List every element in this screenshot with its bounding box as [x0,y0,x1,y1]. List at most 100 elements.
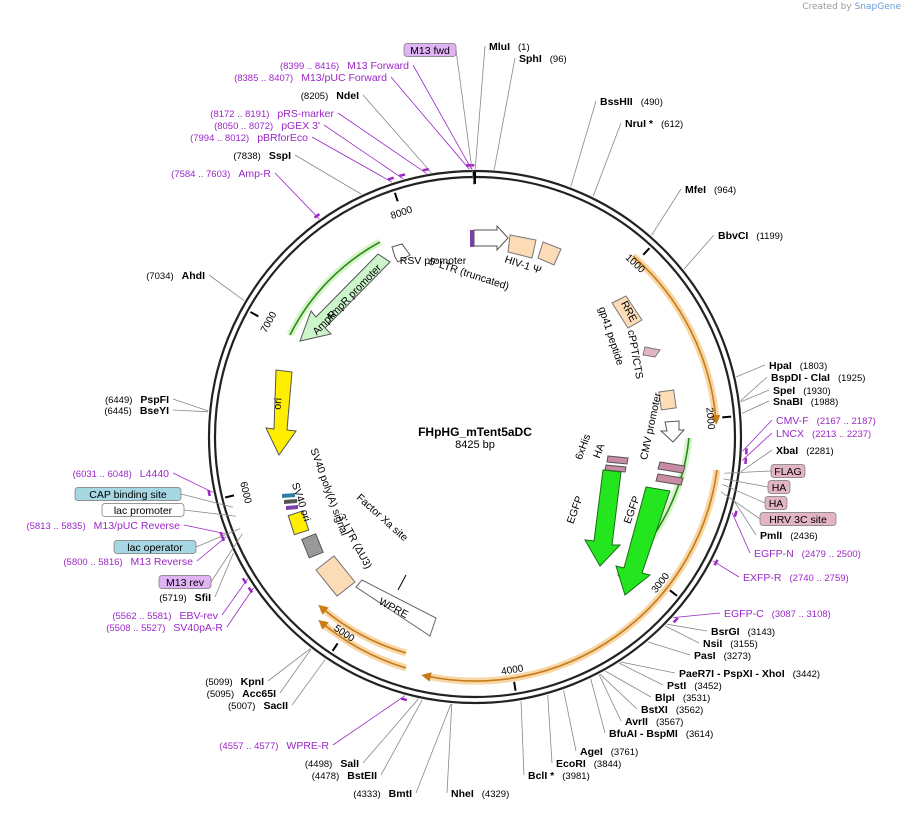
primer-mark [241,577,248,585]
primer-mark [733,510,738,517]
enzyme-label[interactable]: BlpI (3531) [655,692,710,704]
enzyme-label[interactable]: SnaBI(1988) [773,396,838,408]
tick-mark [669,589,678,597]
enzyme-label[interactable]: BsrGI(3143) [711,626,775,638]
label-box [759,512,837,526]
site-name: PspFI [140,394,169,406]
enzyme-label[interactable]: NruI *(612) [625,118,683,130]
enzyme-label[interactable]: (7838)SspI [233,150,291,162]
primer-label[interactable]: (8399 .. 8416)M13 Forward [280,60,409,72]
enzyme-label[interactable]: (5007)SacII [228,700,288,712]
site-name: SalI [340,758,359,770]
site-name: M13/pUC Forward [301,72,387,84]
enzyme-label[interactable]: PaeR7I - PspXI - XhoI(3442) [679,668,820,680]
enzyme-label[interactable]: SphI(96) [519,53,567,65]
primer-label[interactable]: (6031 .. 6048)L4440 [73,468,170,480]
label-box [158,575,212,589]
site-position: (4557 .. 4577) [219,741,278,752]
site-position: (2740 .. 2759) [790,573,849,584]
enzyme-label[interactable]: (5099)KpnI [205,676,264,688]
boxed-label[interactable]: lac promoter [114,505,173,517]
enzyme-label[interactable]: EcoRI(3844) [556,758,621,770]
primer-label[interactable]: CMV-F(2167 .. 2187) [776,415,876,427]
boxed-label[interactable]: M13 fwd [410,45,450,57]
enzyme-label[interactable]: (5095)Acc65I [207,688,276,700]
primer-label[interactable]: (5813 .. 5835)M13/pUC Reverse [26,520,180,532]
enzyme-label[interactable]: (8205)NdeI [301,90,359,102]
enzyme-label[interactable]: BbvCI(1199) [718,230,783,242]
enzyme-label[interactable]: (4478)BstEII [312,770,377,782]
boxed-label[interactable]: HA [772,482,787,494]
primer-label[interactable]: (4557 .. 4577) WPRE-R [219,740,329,752]
site-position: (3087 .. 3108) [772,609,831,620]
enzyme-label[interactable]: AgeI(3761) [580,746,638,758]
leader-line [592,122,622,197]
tick-mark [224,494,235,499]
enzyme-label[interactable]: BclI *(3981) [528,770,590,782]
boxed-label[interactable]: HRV 3C site [769,514,827,526]
enzyme-label[interactable]: BspDI - ClaI(1925) [771,372,865,384]
enzyme-label[interactable]: (6449)PspFI [105,394,169,406]
site-position: (3531) [683,693,710,704]
primer-label[interactable]: LNCX(2213 .. 2237) [776,428,871,440]
boxed-label[interactable]: HA [769,498,784,510]
site-name: WPRE-R [286,740,329,752]
boxed-label[interactable]: lac operator [127,542,183,554]
enzyme-label[interactable]: PstI(3452) [667,680,722,692]
snapgene-brand: SnapGene [854,2,901,12]
site-labels: MluI(1)SphI(96) BssHII(490) NruI *(612) Mfe… [26,41,875,800]
enzyme-label[interactable]: NsiI(3155) [703,638,758,650]
enzyme-label[interactable]: (7034)AhdI [146,270,205,282]
site-name: pGEX 3' [281,120,320,132]
boxed-label[interactable]: CAP binding site [89,489,167,501]
plasmid-name: FHpHG_mTent5aDC [418,425,532,439]
enzyme-label[interactable]: (6445)BseYI [104,405,169,417]
primer-label[interactable]: (7584 .. 7603)Amp-R [171,168,271,180]
enzyme-label[interactable]: PmlI(2436) [760,530,818,542]
tick-mark [513,681,517,691]
site-position: (5562 .. 5581) [112,611,171,622]
enzyme-label[interactable]: (4498)SalI [305,758,359,770]
feature-label: Factor Xa site [354,492,410,544]
leader-line [474,45,486,170]
enzyme-label[interactable]: NheI(4329) [451,788,509,800]
site-position: (612) [661,119,683,130]
primer-label[interactable]: EGFP-N(2479 .. 2500) [754,548,861,560]
primer-label[interactable]: EGFP-C(3087 .. 3108) [724,608,831,620]
primer-label[interactable]: (5562 .. 5581)EBV-rev [112,610,218,622]
enzyme-label[interactable]: XbaI(2281) [776,445,834,457]
primer-label[interactable]: (5508 .. 5527)SV40pA-R [106,622,223,634]
primer-label[interactable]: (8172 .. 8191)pRS-marker [210,108,334,120]
enzyme-label[interactable]: BssHII(490) [600,96,663,108]
primer-label[interactable]: (5800 .. 5816)M13 Reverse [63,556,193,568]
enzyme-label[interactable]: BfuAI - BspMI(3614) [609,728,713,740]
site-name: BlpI [655,692,675,704]
enzyme-label[interactable]: HpaI(1803) [769,360,827,372]
enzyme-label[interactable]: MfeI(964) [685,184,736,196]
site-position: (6445) [104,406,131,417]
label-box [767,480,791,494]
label-box [74,487,182,501]
site-position: (6031 .. 6048) [73,469,132,480]
enzyme-label[interactable]: (4333)BmtI [353,788,412,800]
primer-label[interactable]: (8385 .. 8407)M13/pUC Forward [234,72,387,84]
enzyme-label[interactable]: BstXI(3562) [641,704,703,716]
boxed-label[interactable]: FLAG [774,466,801,478]
leader-line [723,478,769,488]
enzyme-label[interactable]: AvrII(3567) [625,716,683,728]
primer-label[interactable]: EXFP-R(2740 .. 2759) [743,572,849,584]
enzyme-label[interactable]: (5719)SfiI [159,592,211,604]
site-position: (2436) [790,531,817,542]
site-position: (2213 .. 2237) [812,429,871,440]
tick-label: 4000 [500,663,524,677]
leader-line [731,512,751,554]
primer-label[interactable]: (8050 .. 8072)pGEX 3' [214,120,320,132]
enzyme-label[interactable]: PasI(3273) [694,650,751,662]
enzyme-label[interactable]: MluI(1) [489,41,530,53]
boxed-label[interactable]: M13 rev [166,577,205,589]
leader-line [446,703,453,794]
primer-label[interactable]: (7994 .. 8012)pBRforEco [190,132,308,144]
site-name: pRS-marker [277,108,334,120]
site-position: (3155) [730,639,757,650]
enzyme-label[interactable]: SpeI(1930) [773,385,831,397]
